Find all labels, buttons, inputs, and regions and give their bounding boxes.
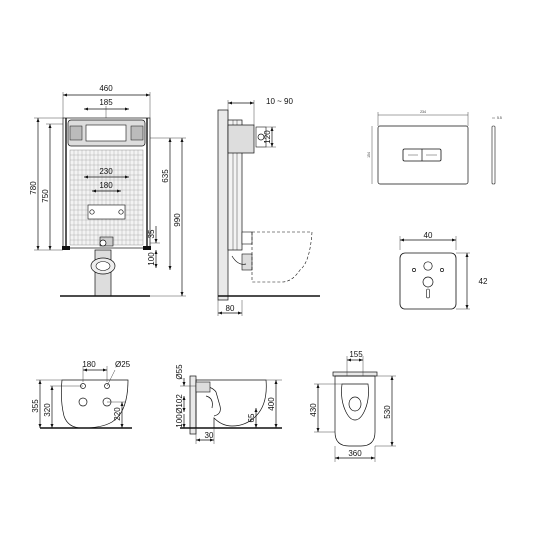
- dim-154: 154: [367, 152, 371, 158]
- dim-635: 635: [161, 169, 170, 183]
- dim-dia-102: Ø102: [175, 394, 184, 414]
- dim-355: 355: [31, 399, 40, 413]
- dim-35: 35: [147, 229, 156, 238]
- frame-side-view: 10 ~ 90 120 80: [217, 97, 320, 316]
- dim-180-frame: 180: [99, 181, 113, 190]
- acoustic-pad-view: 40 42: [399, 231, 488, 310]
- dim-780: 780: [29, 181, 38, 195]
- dim-120: 120: [263, 130, 272, 144]
- frame-mesh: [69, 149, 144, 246]
- bowl-top-view: 155 430 530 360: [309, 350, 396, 462]
- dim-750: 750: [41, 189, 50, 203]
- dim-990: 990: [173, 213, 182, 227]
- dim-234: 234: [420, 110, 426, 114]
- flush-plate-view: 234 154 5.5: [367, 110, 502, 185]
- dim-5-5: 5.5: [497, 116, 502, 120]
- bowl-rear-view: 180 Ø25 355 320 220: [31, 360, 132, 429]
- dim-80: 80: [226, 304, 235, 313]
- dim-530: 530: [383, 405, 392, 419]
- dim-230: 230: [99, 167, 113, 176]
- bowl-side-view: Ø55 Ø102 100 65 400 30: [175, 364, 282, 444]
- dim-65: 65: [247, 413, 256, 422]
- dim-220: 220: [113, 407, 122, 421]
- dim-dia-55: Ø55: [175, 364, 184, 380]
- dim-155: 155: [349, 350, 363, 359]
- dim-460: 460: [99, 84, 113, 93]
- frame-front-view: 460 185: [29, 84, 186, 297]
- dim-40: 40: [424, 231, 433, 240]
- dim-10-90: 10 ~ 90: [266, 97, 293, 106]
- dim-185: 185: [99, 98, 113, 107]
- dim-430: 430: [309, 403, 318, 417]
- dim-180-bowl: 180: [82, 360, 96, 369]
- dim-400: 400: [267, 397, 276, 411]
- dim-42: 42: [479, 277, 488, 286]
- dim-100-bowl: 100: [175, 414, 184, 428]
- dim-320: 320: [43, 403, 52, 417]
- dim-360: 360: [348, 449, 362, 458]
- dim-dia-25: Ø25: [115, 360, 131, 369]
- dim-30: 30: [205, 431, 214, 440]
- dim-100-frame: 100: [147, 252, 156, 266]
